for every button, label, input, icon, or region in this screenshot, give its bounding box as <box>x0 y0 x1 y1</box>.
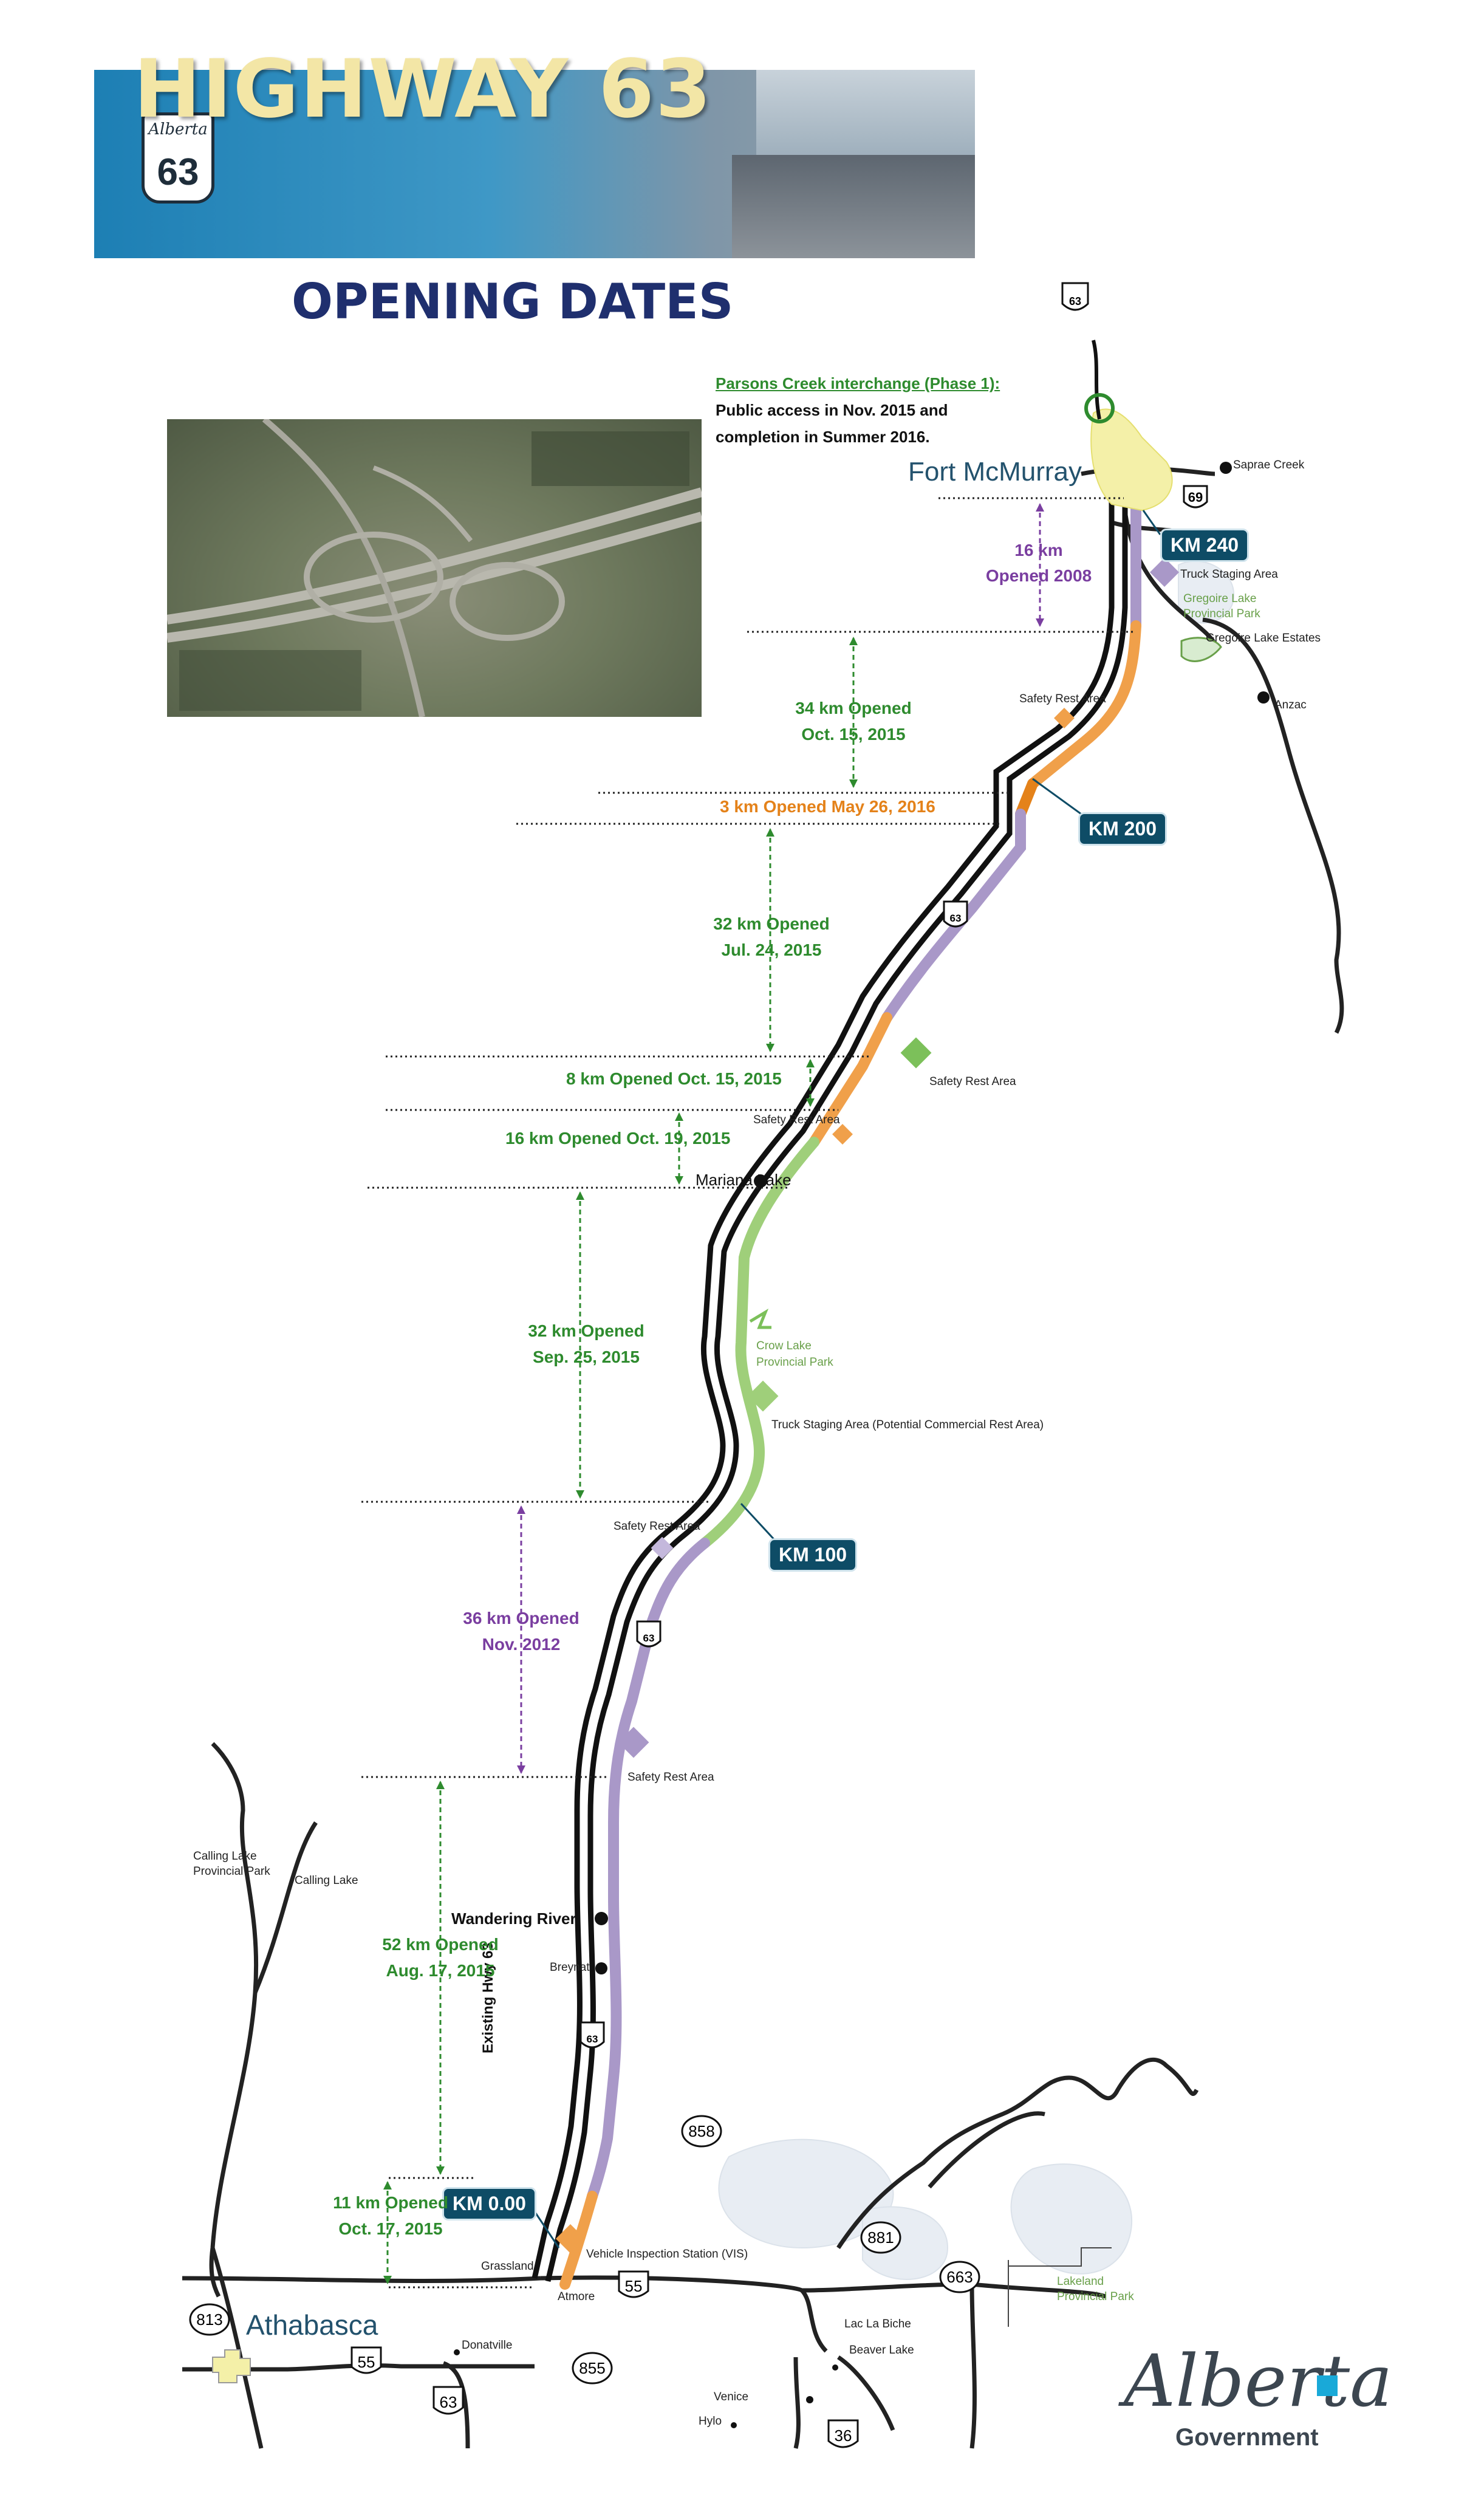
label-grassland: Grassland <box>481 2260 534 2273</box>
label-truck-staging: Truck Staging Area <box>1180 568 1278 581</box>
label-breynat: Breynat <box>550 1961 590 1974</box>
segment-label-6: 16 km Opened Oct. 19, 2015 <box>505 1129 731 1148</box>
shield-663: 663 <box>939 2261 980 2293</box>
shield-881: 881 <box>860 2221 901 2254</box>
shield-province: Alberta <box>148 120 208 139</box>
label-anzac: Anzac <box>1274 699 1307 711</box>
segment-label-9a: 52 km Opened <box>382 1935 499 1954</box>
shield-63-2: 63 <box>943 900 968 928</box>
shield-63-bottom: 63 <box>432 2386 464 2415</box>
parsons-heading: Parsons Creek interchange (Phase 1): <box>716 374 1000 392</box>
shield-36: 36 <box>827 2419 859 2448</box>
shield-number: 63 <box>157 151 199 193</box>
page-title: OPENING DATES <box>292 273 734 330</box>
label-beaver-lake: Beaver Lake <box>849 2344 914 2357</box>
segment-label-10b: Oct. 17, 2015 <box>338 2219 443 2238</box>
label-fort-mcmurray: Fort McMurray <box>908 457 1082 487</box>
label-donatville: Donatville <box>462 2339 513 2352</box>
segment-label-3: 3 km Opened May 26, 2016 <box>720 797 935 816</box>
label-lakeland-park-1: Lakeland <box>1057 2275 1104 2288</box>
segment-label-8b: Nov. 2012 <box>482 1635 561 1654</box>
km-0-marker: KM 0.00 <box>442 2187 536 2220</box>
shield-855: 855 <box>572 2352 613 2385</box>
svg-text:69: 69 <box>1188 490 1203 505</box>
segment-label-1a: 16 km <box>1014 541 1063 560</box>
svg-text:858: 858 <box>688 2122 714 2140</box>
svg-text:55: 55 <box>625 2277 643 2295</box>
label-atmore: Atmore <box>558 2290 595 2303</box>
segment-label-1b: Opened 2008 <box>985 566 1092 585</box>
label-gregoire-park-1: Gregoire Lake <box>1183 592 1257 605</box>
label-existing-hwy-63: Existing Hwy 63 <box>480 1942 496 2053</box>
label-athabasca: Athabasca <box>246 2309 378 2341</box>
shield-858: 858 <box>681 2115 722 2148</box>
km-200-marker: KM 200 <box>1078 812 1167 846</box>
segment-label-10a: 11 km Opened <box>333 2193 448 2212</box>
label-hylo: Hylo <box>699 2415 722 2428</box>
svg-text:63: 63 <box>950 912 962 924</box>
km-100-marker: KM 100 <box>768 1538 858 1572</box>
shield-55-a: 55 <box>618 2270 649 2298</box>
label-vis: Vehicle Inspection Station (VIS) <box>586 2248 748 2261</box>
label-crow-lake-2: Provincial Park <box>756 1356 833 1369</box>
banner-road-photo <box>732 155 975 258</box>
highway-shield-icon: Alberta 63 <box>142 112 214 204</box>
alberta-logo-sub: Government <box>1175 2424 1319 2451</box>
label-safety-rest-3: Safety Rest Area <box>753 1114 840 1126</box>
shield-63-4: 63 <box>579 2021 605 2049</box>
segment-label-5: 8 km Opened Oct. 15, 2015 <box>566 1069 782 1088</box>
label-lakeland-park-2: Provincial Park <box>1057 2290 1134 2303</box>
alberta-logo: Alberta <box>1124 2339 1393 2423</box>
svg-text:36: 36 <box>835 2426 852 2445</box>
shield-813: 813 <box>189 2303 230 2336</box>
svg-text:813: 813 <box>196 2310 222 2329</box>
label-wandering-river: Wandering River <box>451 1909 576 1928</box>
label-gregoire-estates: Gregoire Lake Estates <box>1206 632 1321 645</box>
header-banner: Alberta 63 <box>94 70 975 258</box>
segment-label-4b: Jul. 24, 2015 <box>721 940 822 959</box>
svg-text:881: 881 <box>867 2228 894 2247</box>
label-safety-rest-5: Safety Rest Area <box>627 1771 714 1784</box>
label-lac-la-biche: Lac La Biche <box>844 2318 911 2330</box>
parsons-line2: completion in Summer 2016. <box>716 428 930 446</box>
banner-sky <box>756 70 975 155</box>
svg-text:63: 63 <box>643 1632 655 1644</box>
shield-69: 69 <box>1183 485 1208 508</box>
label-truck-staging-potential: Truck Staging Area (Potential Commercial… <box>771 1419 1044 1431</box>
label-calling-lake-park-1: Calling Lake <box>193 1850 257 1863</box>
label-saprae-creek: Saprae Creek <box>1233 459 1305 471</box>
label-safety-rest-4: Safety Rest Area <box>614 1520 700 1533</box>
segment-label-4a: 32 km Opened <box>713 914 830 933</box>
parsons-line1: Public access in Nov. 2015 and <box>716 401 948 419</box>
svg-text:55: 55 <box>358 2353 375 2371</box>
banner-title: HIGHWAY 63 <box>134 43 713 136</box>
label-safety-rest-1: Safety Rest Area <box>929 1075 1016 1088</box>
km-240-marker: KM 240 <box>1160 529 1250 562</box>
interchange-aerial-photo <box>167 419 702 717</box>
segment-label-2b: Oct. 15, 2015 <box>801 725 906 744</box>
label-venice: Venice <box>714 2391 749 2403</box>
label-calling-lake: Calling Lake <box>295 1874 358 1887</box>
svg-text:63: 63 <box>1069 295 1081 307</box>
label-crow-lake-1: Crow Lake <box>756 1340 812 1352</box>
label-calling-lake-park-2: Provincial Park <box>193 1865 270 1878</box>
segment-label-7a: 32 km Opened <box>528 1321 644 1340</box>
shield-55-b: 55 <box>350 2346 382 2374</box>
segment-label-7b: Sep. 25, 2015 <box>533 1347 640 1366</box>
label-safety-rest-2: Safety Rest Area <box>1019 693 1106 705</box>
parsons-creek-marker <box>1084 393 1115 423</box>
shield-63-top: 63 <box>1061 282 1089 311</box>
athabasca-town-icon <box>212 2349 251 2383</box>
alberta-logo-square-icon <box>1317 2375 1338 2396</box>
svg-text:63: 63 <box>440 2393 457 2411</box>
segment-label-2a: 34 km Opened <box>795 699 912 717</box>
label-gregoire-park-2: Provincial Park <box>1183 608 1260 620</box>
svg-text:63: 63 <box>587 2033 598 2045</box>
segment-label-9b: Aug. 17, 2015 <box>386 1961 495 1980</box>
shield-63-3: 63 <box>636 1620 662 1648</box>
segment-label-8a: 36 km Opened <box>463 1609 579 1628</box>
svg-text:855: 855 <box>579 2359 605 2377</box>
svg-text:663: 663 <box>946 2268 973 2286</box>
label-mariana-lake: Mariana Lake <box>696 1171 791 1189</box>
